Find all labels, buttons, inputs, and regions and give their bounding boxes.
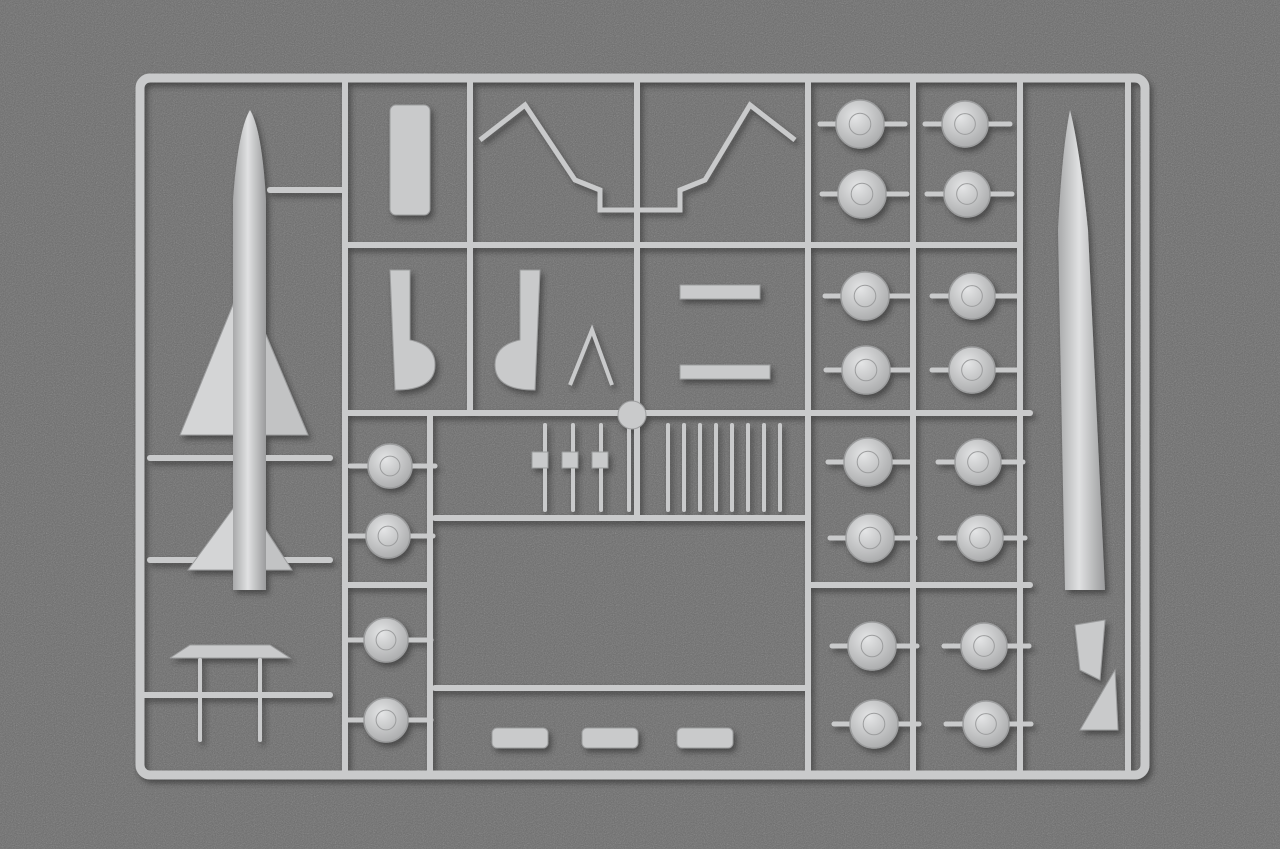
right-missile-body <box>1058 110 1105 590</box>
sprue-outer-frame <box>135 73 1150 780</box>
small-block-part <box>561 451 579 469</box>
wheel-part <box>849 699 899 749</box>
small-block-part <box>531 451 549 469</box>
launcher-rail-part <box>169 644 292 659</box>
wheel-hub <box>967 451 989 473</box>
wheel-hub <box>379 455 401 477</box>
wheel-part <box>365 513 411 559</box>
wheel-part <box>363 617 409 663</box>
wheel-part <box>948 346 996 394</box>
sprue-frame <box>135 73 1150 780</box>
wheel-part <box>941 100 989 148</box>
wheel-part <box>943 170 991 218</box>
bracket-small-part <box>676 727 734 749</box>
wheel-part <box>948 272 996 320</box>
wheel-part <box>962 700 1010 748</box>
landing-gear-leg-part <box>494 269 541 391</box>
tail-fin-part <box>1074 619 1106 681</box>
wheel-hub <box>969 527 991 549</box>
strut-assembly-part <box>478 101 797 213</box>
wheel-hub <box>973 635 995 657</box>
tail-fin-part <box>1079 668 1119 731</box>
wheel-hub <box>856 450 880 474</box>
wheel-part <box>960 622 1008 670</box>
wheel-part <box>954 438 1002 486</box>
wheel-hub <box>375 629 397 651</box>
wheel-part <box>956 514 1004 562</box>
bracket-small-part <box>581 727 639 749</box>
wheel-part <box>845 513 895 563</box>
a-frame-part <box>568 324 614 386</box>
wheel-part <box>841 345 891 395</box>
wheel-hub <box>848 112 872 136</box>
wheel-hub <box>975 713 997 735</box>
wheel-part <box>837 169 887 219</box>
seat-part <box>389 104 431 216</box>
wheel-hub <box>956 183 978 205</box>
wheel-hub <box>961 359 983 381</box>
wheel-part <box>835 99 885 149</box>
bracket-part <box>679 284 761 300</box>
wheel-part <box>367 443 413 489</box>
bracket-part <box>679 364 771 380</box>
wheel-hub <box>954 113 976 135</box>
wheel-part <box>843 437 893 487</box>
wheel-part <box>847 621 897 671</box>
wheel-hub <box>853 284 877 308</box>
wheel-hub <box>862 712 886 736</box>
wheel-hub <box>860 634 884 658</box>
bracket-small-part <box>491 727 549 749</box>
small-block-part <box>591 451 609 469</box>
wheel-hub <box>375 709 397 731</box>
wheel-part <box>840 271 890 321</box>
wheel-part <box>363 697 409 743</box>
wheel-hub <box>850 182 874 206</box>
landing-gear-leg-part <box>389 269 436 391</box>
left-missile-body <box>233 110 266 590</box>
wheel-hub <box>858 526 882 550</box>
wheel-hub <box>854 358 878 382</box>
sprue-gate-hub <box>617 400 647 430</box>
wheel-hub <box>961 285 983 307</box>
wheel-hub <box>377 525 399 547</box>
